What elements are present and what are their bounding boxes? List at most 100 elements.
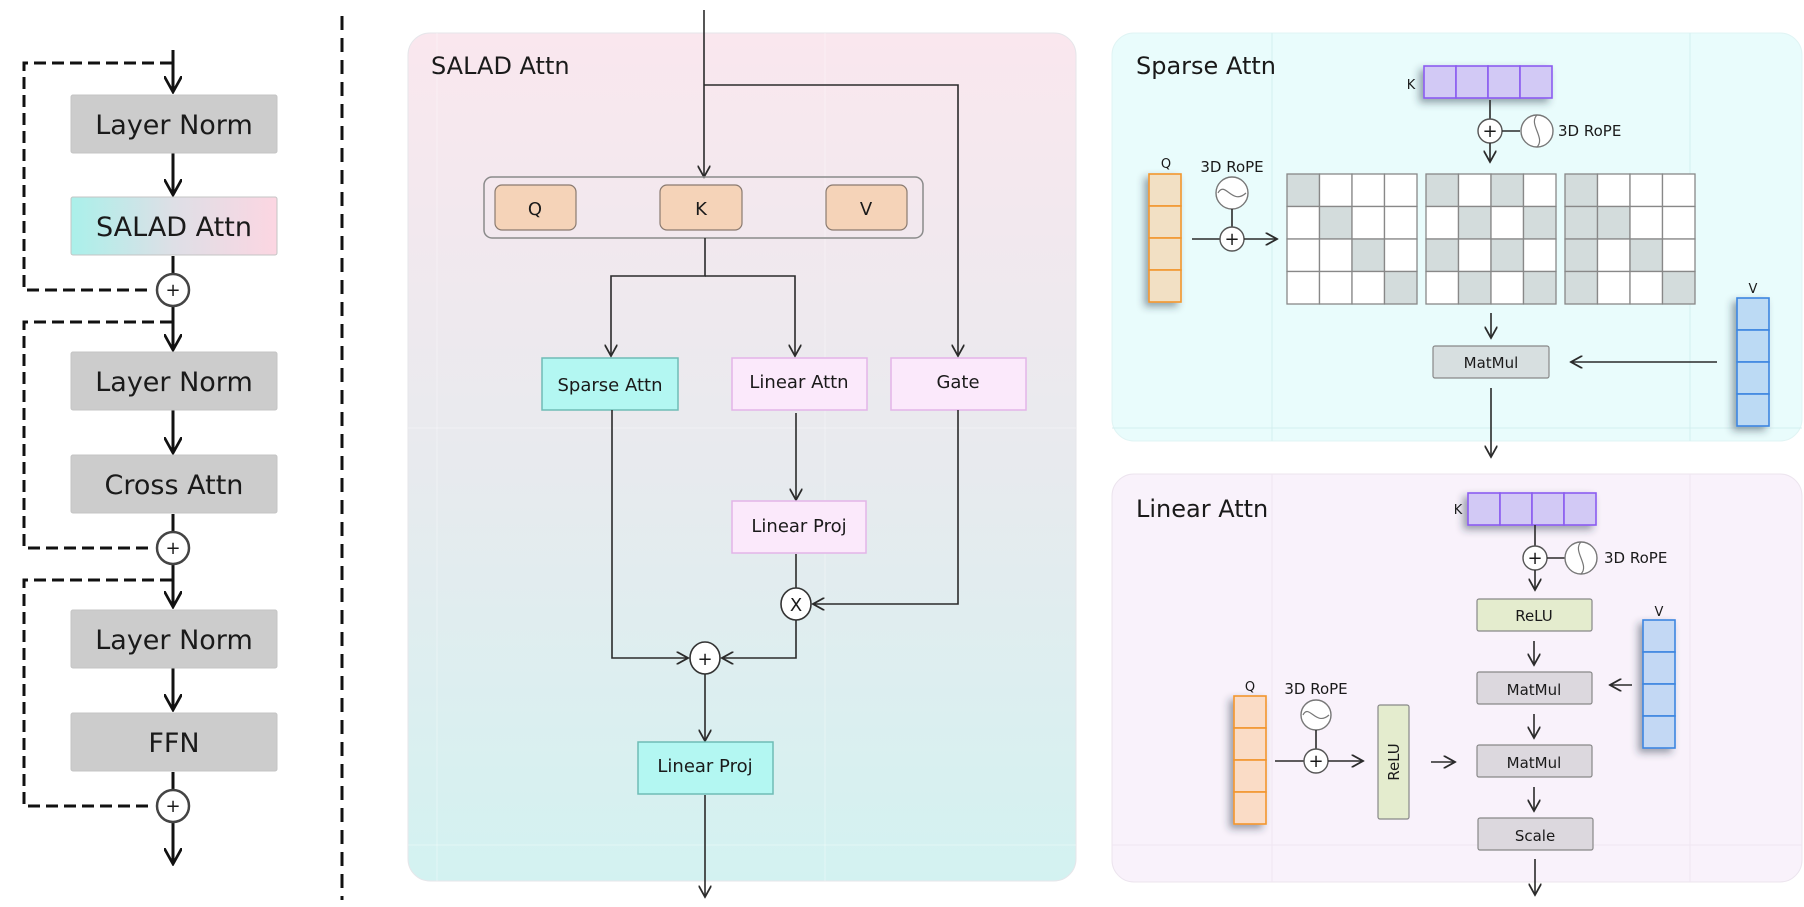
vector-cell	[1642, 619, 1676, 653]
block-label: SALAD Attn	[96, 212, 252, 243]
mask-cell-active	[1457, 270, 1492, 305]
svg-text:+: +	[1482, 121, 1497, 142]
k-vector	[1423, 65, 1553, 99]
block-cross-attn: Cross Attn	[70, 454, 278, 514]
linear-proj-inner-box: Linear Proj	[731, 500, 867, 554]
vector-cell	[1642, 683, 1676, 717]
relu-k-box: ReLU	[1476, 598, 1593, 632]
vector-cell	[1233, 791, 1267, 825]
plus-symbol: +	[165, 538, 180, 559]
mask-cell	[1286, 205, 1321, 240]
plus-symbol: +	[165, 280, 180, 301]
block-label: FFN	[148, 728, 199, 759]
relu-q-box: ReLU	[1377, 704, 1410, 820]
vector-cell	[1148, 237, 1182, 271]
matmul-1-box: MatMul	[1476, 671, 1593, 705]
mask-cell	[1629, 205, 1664, 240]
rope-add-q: +	[1219, 226, 1245, 252]
mask-cell	[1318, 270, 1353, 305]
svg-text:+: +	[1527, 548, 1542, 569]
vector-cell	[1519, 65, 1553, 99]
mask-cell	[1522, 238, 1557, 273]
mask-cell	[1383, 238, 1418, 273]
scale-box: Scale	[1477, 817, 1594, 851]
q-label: Q	[1245, 680, 1255, 695]
mask-cell	[1522, 173, 1557, 208]
mask-cell	[1318, 173, 1353, 208]
panel-title: Linear Attn	[1136, 495, 1268, 523]
vector-cell	[1148, 269, 1182, 303]
mask-cell	[1596, 238, 1631, 273]
mask-cell-active	[1564, 205, 1599, 240]
mask-grid-2	[1425, 173, 1557, 305]
mask-cell	[1490, 270, 1525, 305]
block-layer-norm: Layer Norm	[70, 609, 278, 669]
svg-text:+: +	[1224, 229, 1239, 250]
mask-cell	[1629, 270, 1664, 305]
multiply-node: X	[780, 587, 812, 621]
mask-cell-active	[1318, 205, 1353, 240]
mask-cell-active	[1564, 173, 1599, 208]
svg-text:Linear Attn: Linear Attn	[749, 372, 848, 393]
mask-cell	[1596, 270, 1631, 305]
rope-label: 3D RoPE	[1558, 122, 1621, 140]
mask-cell	[1286, 238, 1321, 273]
mask-grid-3	[1564, 173, 1696, 305]
rope-add-k: +	[1522, 545, 1548, 571]
v-vector	[1736, 297, 1770, 427]
mask-cell	[1351, 173, 1386, 208]
mask-cell	[1490, 205, 1525, 240]
rope-icon	[1564, 541, 1598, 575]
v-label: V	[1749, 282, 1758, 297]
mask-cell	[1318, 238, 1353, 273]
mask-cell-active	[1490, 238, 1525, 273]
plus-symbol: +	[165, 796, 180, 817]
block-layer-norm: Layer Norm	[70, 94, 278, 154]
svg-text:MatMul: MatMul	[1464, 354, 1519, 372]
svg-text:MatMul: MatMul	[1507, 754, 1562, 772]
panel-title: Sparse Attn	[1136, 52, 1276, 80]
mask-cell-active	[1564, 270, 1599, 305]
mask-cell	[1351, 205, 1386, 240]
block-label: Layer Norm	[95, 110, 253, 141]
vector-cell	[1531, 492, 1565, 526]
block-salad-attn: SALAD Attn	[70, 196, 278, 256]
mask-cell-active	[1383, 270, 1418, 305]
mask-cell-active	[1522, 270, 1557, 305]
svg-text:K: K	[695, 199, 708, 220]
mask-grid-1	[1286, 173, 1418, 305]
vector-cell	[1148, 173, 1182, 207]
linear-attn-panel: Linear Attn K + 3D RoPE ReLU MatMul V	[1111, 473, 1803, 895]
vector-cell	[1736, 297, 1770, 331]
mask-cell-active	[1425, 173, 1460, 208]
block-label: Layer Norm	[95, 625, 253, 656]
block-ffn: FFN	[70, 712, 278, 772]
rope-add-k: +	[1477, 118, 1503, 144]
rope-label: 3D RoPE	[1284, 680, 1347, 698]
svg-text:MatMul: MatMul	[1507, 681, 1562, 699]
add-node: +	[689, 641, 721, 675]
vector-cell	[1487, 65, 1521, 99]
vector-cell	[1148, 205, 1182, 239]
residual-add-2: +	[155, 530, 191, 566]
vector-cell	[1642, 715, 1676, 749]
q-label: Q	[1161, 157, 1171, 172]
mask-cell	[1457, 173, 1492, 208]
rope-label: 3D RoPE	[1200, 158, 1263, 176]
mask-cell	[1661, 238, 1696, 273]
mask-cell	[1661, 173, 1696, 208]
vector-cell	[1736, 361, 1770, 395]
sparse-attn-box: Sparse Attn	[541, 357, 679, 411]
sparse-attn-panel: Sparse Attn K + 3D RoPE Q 3D RoPE +	[1111, 32, 1803, 457]
block-label: Cross Attn	[105, 470, 244, 501]
residual-add-1: +	[155, 272, 191, 308]
mask-cell	[1425, 205, 1460, 240]
residual-connection-3	[22, 578, 172, 808]
panel-title: SALAD Attn	[431, 52, 570, 80]
svg-text:Sparse Attn: Sparse Attn	[558, 375, 663, 396]
svg-text:V: V	[860, 199, 873, 220]
svg-text:Q: Q	[528, 199, 542, 220]
q-vector	[1233, 695, 1267, 825]
